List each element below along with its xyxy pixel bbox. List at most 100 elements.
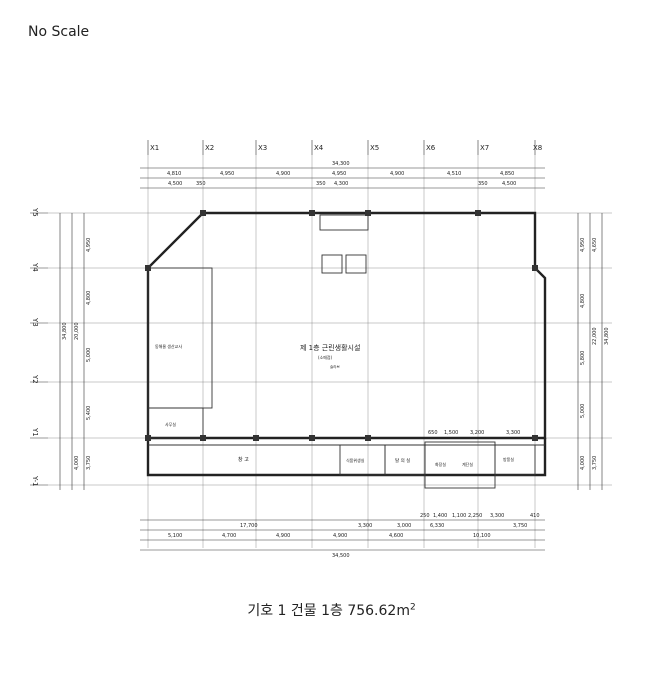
left-dimension-labels: 34,800 20,000 4,950 4,800 5,000 5,400 4,… — [62, 238, 92, 470]
dim-top-r2-5: 4,500 — [502, 181, 516, 187]
dim-bot-r2-5: 4,600 — [389, 533, 403, 539]
axis-y4: Y4 — [31, 262, 39, 272]
room-a-label: 식품위생실 — [346, 457, 365, 463]
axis-x4: X4 — [314, 144, 324, 152]
axis-x2: X2 — [205, 144, 214, 152]
exterior-wall-bottom — [146, 438, 547, 477]
dim-top-1: 4,810 — [167, 171, 181, 177]
axis-y1: Y1 — [31, 427, 39, 437]
left-dimensions — [59, 213, 85, 490]
x-axis-labels: X1 X2 X3 X4 X5 X6 X7 X8 — [150, 144, 542, 152]
dim-right-5: 5,000 — [580, 404, 586, 418]
bottom-dimension-labels: 17,700 3,300 3,000 6,330 2,250 3,750 5,1… — [168, 513, 540, 559]
columns — [145, 210, 538, 441]
right-dimensions — [577, 213, 603, 490]
dim-top-2: 4,950 — [220, 171, 234, 177]
interior-walls — [147, 214, 545, 489]
axis-x5: X5 — [370, 144, 379, 152]
dim-top-3: 4,900 — [276, 171, 290, 177]
dim-bot-r2-6: 10,100 — [473, 533, 491, 539]
caption-superscript: 2 — [409, 602, 416, 613]
room-left-label: 동해물 생산교사 — [155, 343, 182, 349]
exterior-wall — [146, 211, 547, 440]
axis-x8: X8 — [533, 144, 542, 152]
door-dim-4: 3,300 — [506, 430, 520, 436]
axis-y5: Y5 — [31, 207, 39, 217]
room-labels: 제 1층 근린생활시설 (소매점) 슬라브 동해물 생산교사 사무실 창 고 식… — [155, 343, 514, 467]
dim-right-outer-1: 34,800 — [604, 328, 610, 346]
dim-top-r2-2: 350 — [196, 181, 206, 187]
top-dimension-labels: 34,300 4,810 4,950 4,900 4,950 4,900 4,5… — [167, 161, 516, 187]
dim-bot-r2-3: 4,900 — [276, 533, 290, 539]
dim-right-6: 4,000 — [580, 456, 586, 470]
dim-bot-5: 2,250 — [468, 513, 482, 519]
dim-top-total: 34,300 — [332, 161, 350, 167]
dim-right-1: 4,950 — [580, 238, 586, 252]
dim-left-5: 4,000 — [74, 456, 80, 470]
door-dim-2: 1,500 — [444, 430, 458, 436]
dim-right-outer-2: 22,000 — [592, 328, 598, 346]
dim-left-2: 4,800 — [86, 291, 92, 305]
dim-left-4: 5,400 — [86, 406, 92, 420]
drawing-caption: 기호 1 건물 1층 756.62m2 — [0, 600, 663, 620]
room-storage-label: 창 고 — [238, 456, 249, 463]
room-main-sub2: 슬라브 — [330, 364, 340, 369]
door-dim-3: 3,200 — [470, 430, 484, 436]
dim-top-7: 4,850 — [500, 171, 514, 177]
y-axis-ticks — [30, 212, 48, 486]
axis-y3: Y3 — [31, 317, 39, 327]
dim-top-4: 4,950 — [332, 171, 346, 177]
scale-note: No Scale — [28, 24, 90, 40]
room-e-label: 방풍실 — [503, 456, 514, 462]
dim-left-outer-2: 20,000 — [74, 323, 80, 341]
dim-bot-2: 3,300 — [358, 523, 372, 529]
axis-x6: X6 — [426, 144, 436, 152]
dim-bot-6: 3,750 — [513, 523, 527, 529]
top-dimensions — [140, 167, 545, 189]
dim-small-4: 3,300 — [490, 513, 504, 519]
dim-top-r2-1: 4,500 — [168, 181, 182, 187]
dim-left-3: 5,000 — [86, 348, 92, 362]
dim-small-1: 250 — [420, 513, 430, 519]
axis-x1: X1 — [150, 144, 159, 152]
door-dimension-labels: 650 1,500 3,200 3,300 — [428, 430, 520, 436]
axis-y-1: Y-1 — [31, 475, 39, 486]
x-axis-ticks — [147, 140, 536, 155]
dim-left-outer-1: 34,800 — [62, 323, 68, 341]
dim-top-5: 4,900 — [390, 171, 404, 177]
room-b-label: 탈 의 실 — [395, 457, 410, 464]
dim-small-3: 1,100 — [452, 513, 466, 519]
room-c-label: 화장실 — [435, 461, 446, 467]
dim-bot-4: 6,330 — [430, 523, 444, 529]
dim-bot-r2-1: 5,100 — [168, 533, 182, 539]
axis-x7: X7 — [480, 144, 489, 152]
dim-top-r2-4: 350 — [316, 181, 326, 187]
room-office-label: 사무실 — [165, 421, 176, 427]
structural-grid — [48, 155, 612, 548]
y-axis-labels: Y5 Y4 Y3 Y2 Y1 Y-1 — [31, 207, 39, 486]
dim-top-r2-3: 4,300 — [334, 181, 348, 187]
axis-x3: X3 — [258, 144, 267, 152]
dim-bot-r2-2: 4,700 — [222, 533, 236, 539]
door-dim-1: 650 — [428, 430, 438, 436]
dim-left-1: 4,950 — [86, 238, 92, 252]
dim-top-r2-6: 350 — [478, 181, 488, 187]
room-main-label: 제 1층 근린생활시설 — [300, 343, 360, 352]
bottom-dimensions — [140, 519, 545, 551]
dim-right-7: 3,750 — [592, 456, 598, 470]
room-main-sub: (소매점) — [318, 354, 333, 360]
dim-right-3: 4,800 — [580, 294, 586, 308]
dim-bot-r2-4: 4,900 — [333, 533, 347, 539]
dim-right-2: 4,650 — [592, 238, 598, 252]
axis-y2: Y2 — [31, 374, 39, 384]
right-dimension-labels: 34,800 22,000 4,950 4,650 4,800 5,800 5,… — [580, 238, 610, 470]
dim-bot-total: 34,500 — [332, 553, 350, 559]
dim-left-6: 3,750 — [86, 456, 92, 470]
dim-small-2: 1,400 — [433, 513, 447, 519]
dim-top-6: 4,510 — [447, 171, 461, 177]
dim-small-5: 410 — [530, 513, 540, 519]
room-d-label: 계단실 — [462, 461, 473, 467]
caption-main: 기호 1 건물 1층 756.62m — [247, 603, 410, 619]
dim-bot-1: 17,700 — [240, 523, 258, 529]
